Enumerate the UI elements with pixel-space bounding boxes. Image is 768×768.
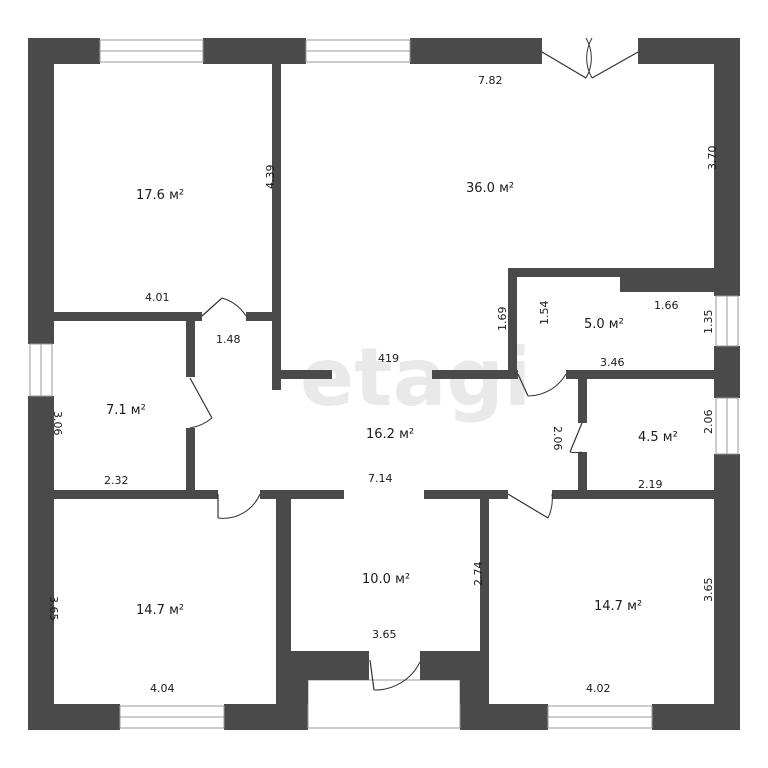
outer-walls [28, 38, 740, 730]
dimension-label: 4.04 [150, 682, 175, 695]
window-right-lower [715, 397, 739, 455]
area-small-left-room: 7.1 м² [106, 403, 146, 418]
window-bottom-right [547, 705, 653, 729]
dimension-label: 4.02 [586, 682, 611, 695]
dimensions: 4.01 4.39 7.82 3.70 1.69 1.54 1.66 1.35 … [47, 74, 719, 695]
area-top-left-room: 17.6 м² [136, 188, 184, 203]
dimension-label: 1.48 [216, 333, 241, 346]
dimension-label: 4.01 [145, 291, 170, 304]
doors [189, 37, 639, 691]
door-small-left-room [189, 377, 213, 429]
dimension-label: 4.39 [264, 165, 277, 190]
area-small-right-room: 4.5 м² [638, 430, 678, 445]
dimension-label: 1.66 [654, 299, 679, 312]
area-bottom-right-room: 14.7 м² [594, 599, 642, 614]
windows [29, 39, 739, 729]
dimension-label: 2.32 [104, 474, 129, 487]
window-top-left [99, 39, 204, 63]
area-living-room: 36.0 м² [466, 181, 514, 196]
door-entry [369, 659, 421, 691]
room-areas: 17.6 м² 36.0 м² 5.0 м² 7.1 м² 16.2 м² 4.… [106, 181, 678, 618]
dimension-label: 3.46 [600, 356, 625, 369]
area-storage-room: 5.0 м² [584, 317, 624, 332]
dimension-label: 3.06 [51, 411, 64, 436]
dimension-label: 7.14 [368, 472, 393, 485]
area-hall: 16.2 м² [366, 427, 414, 442]
double-door-top [541, 37, 639, 79]
window-bottom-left [119, 705, 225, 729]
interior-walls [54, 64, 714, 704]
door-bottom-right-room [507, 493, 553, 519]
window-right-upper [715, 295, 739, 347]
area-bottom-left-room: 14.7 м² [136, 603, 184, 618]
dimension-label: 3.65 [47, 596, 60, 621]
window-left [29, 343, 53, 397]
dimension-label: 2.06 [551, 426, 564, 451]
door-bottom-left-room [217, 493, 261, 519]
dimension-label: 1.54 [538, 301, 551, 326]
dimension-label: 2.06 [702, 410, 715, 435]
area-entry-room: 10.0 м² [362, 572, 410, 587]
window-top-middle [305, 39, 411, 63]
dimension-label: 2.74 [472, 562, 485, 587]
dimension-label: 2.19 [638, 478, 663, 491]
dimension-label: 419 [378, 352, 399, 365]
dimension-label: 1.35 [702, 310, 715, 335]
door-small-right-room [569, 422, 583, 454]
dimension-label: 3.65 [372, 628, 397, 641]
porch-opening [307, 679, 461, 729]
door-top-left-room [201, 297, 247, 317]
dimension-label: 3.70 [706, 146, 719, 171]
dimension-label: 7.82 [478, 74, 503, 87]
dimension-label: 1.69 [496, 307, 509, 332]
door-storage [517, 373, 567, 397]
dimension-label: 3.65 [702, 578, 715, 603]
